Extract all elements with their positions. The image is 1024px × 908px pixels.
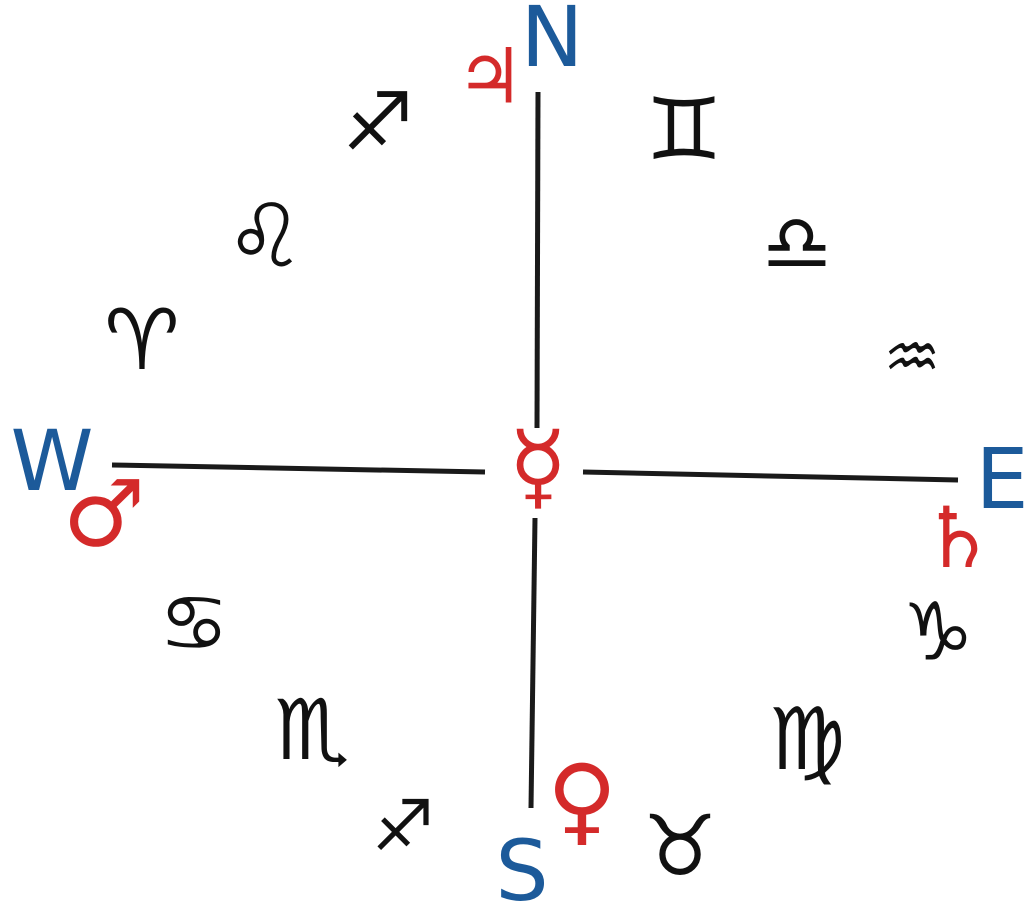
- sagittarius-icon: ♐: [342, 76, 414, 169]
- libra-icon: ♎: [762, 199, 832, 289]
- gemini-icon: ♊: [645, 80, 722, 180]
- axis-east: [582, 469, 959, 483]
- aries-icon: ♈: [104, 291, 179, 389]
- taurus-icon: ♉: [642, 797, 717, 895]
- sagittarius-lower-icon: ♐: [372, 785, 435, 867]
- direction-south: S: [495, 822, 548, 908]
- axis-north: [534, 91, 541, 429]
- virgo-icon: ♍: [768, 690, 845, 790]
- axis-west: [111, 462, 486, 475]
- venus-icon: ♀: [547, 744, 617, 856]
- cancer-icon: ♋: [159, 579, 229, 669]
- direction-east: E: [975, 430, 1024, 528]
- capricorn-icon: ♑: [902, 586, 974, 679]
- saturn-icon: ♄: [920, 489, 995, 587]
- mercury-icon: ☿: [509, 410, 568, 522]
- mars-icon: ♂: [63, 461, 145, 568]
- scorpio-icon: ♏: [274, 681, 349, 779]
- direction-west: W: [10, 412, 93, 510]
- jupiter-icon: ♃: [456, 32, 524, 121]
- direction-north: N: [521, 0, 584, 86]
- aquarius-icon: ♒: [883, 321, 940, 395]
- axis-south: [528, 517, 538, 809]
- leo-icon: ♌: [226, 185, 305, 288]
